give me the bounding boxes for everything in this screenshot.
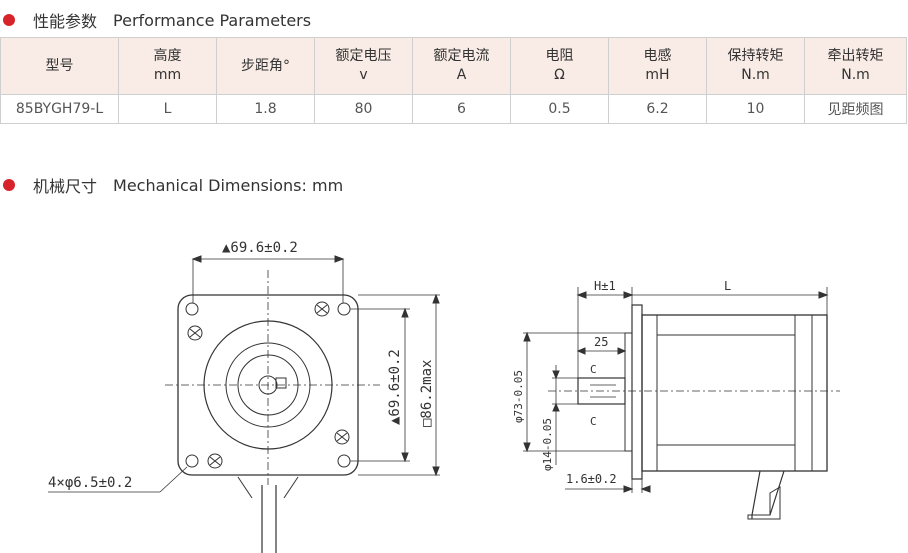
arrow-icon: [401, 452, 409, 463]
dim-flange-thickness: 1.6±0.2: [566, 472, 617, 486]
leader-line: [159, 466, 188, 493]
section-title-zh: 机械尺寸: [33, 177, 98, 196]
arrow-icon: [617, 347, 627, 355]
arrow-icon: [432, 293, 440, 304]
motor-body: [641, 314, 828, 472]
arrow-icon: [191, 255, 202, 263]
cable-clamp: [747, 486, 781, 520]
section-title-zh: 性能参数: [33, 12, 98, 31]
arrow-icon: [523, 331, 531, 342]
cell-model: 85BYGH79-L: [0, 94, 119, 124]
section-title-en: Mechanical Dimensions: mm: [113, 175, 344, 195]
shaft: [577, 377, 626, 405]
dim-top-width: ▲69.6±0.2: [222, 240, 298, 256]
arrow-icon: [623, 291, 634, 299]
bearing-circle: [237, 354, 299, 416]
cell-inductance: 6.2: [608, 94, 707, 124]
bullet-dot-icon: [3, 14, 15, 26]
dim-shaft-dia: φ14-0.05: [541, 418, 554, 471]
cable-guide: [237, 476, 299, 499]
boss-circle: [203, 320, 333, 450]
motor-body-outline: [177, 294, 359, 476]
section-c-label: C: [590, 415, 597, 428]
cell-voltage: 80: [314, 94, 413, 124]
arrow-icon: [818, 291, 829, 299]
mount-hole-br: [337, 454, 351, 468]
mount-hole-bl: [185, 454, 199, 468]
arrow-icon: [576, 291, 587, 299]
dim-boss-dia: φ73-0.05: [512, 370, 525, 423]
section-c-label: C: [590, 363, 597, 376]
cable: [261, 485, 277, 553]
arrow-icon: [401, 307, 409, 318]
table-row: 85BYGH79-L L 1.8 80 6 0.5 6.2 10 见距频图: [0, 94, 907, 124]
dim-h-label: H±1: [594, 279, 616, 293]
arrow-icon: [523, 442, 531, 453]
shaft-key: [275, 377, 287, 389]
boss: [624, 332, 633, 452]
side-view: H±1 L 25 C C φ73-0.05 φ14-0.05 1.6±0.2: [512, 279, 840, 520]
section-header-mechanical: 机械尺寸 Mechanical Dimensions: mm: [0, 173, 343, 197]
arrow-icon: [623, 485, 634, 493]
dim-max-size: □86.2max: [419, 360, 435, 427]
section-header-performance: 性能参数 Performance Parameters: [0, 8, 311, 32]
col-header-model: 型号: [0, 37, 119, 95]
arrow-icon: [552, 370, 560, 380]
arrow-icon: [576, 347, 586, 355]
arrow-icon: [334, 255, 345, 263]
shaft-circle: [258, 375, 278, 395]
screw-icon: [207, 453, 223, 469]
flange-plate: [631, 304, 643, 480]
arrow-icon: [552, 402, 560, 412]
screw-icon: [314, 301, 330, 317]
mount-hole-tl: [185, 302, 199, 316]
cell-pullout-link: 见距频图: [804, 94, 907, 124]
inner-circle: [225, 342, 311, 428]
mechanical-drawing: ▲69.6±0.2 ▲69.6±0.2 □86.2max 4×φ6.5±0.2: [48, 240, 840, 553]
front-view: ▲69.6±0.2 ▲69.6±0.2 □86.2max 4×φ6.5±0.2: [48, 240, 440, 553]
col-header-step-angle: 步距角°: [216, 37, 315, 95]
screw-icon: [187, 325, 203, 341]
cell-holding-torque: 10: [706, 94, 805, 124]
cell-current: 6: [412, 94, 511, 124]
cell-step-angle: 1.8: [216, 94, 315, 124]
dim-holes: 4×φ6.5±0.2: [48, 475, 132, 491]
mount-hole-tr: [337, 302, 351, 316]
cell-height: L: [118, 94, 217, 124]
cable-side: [751, 470, 785, 519]
screw-icon: [334, 429, 350, 445]
arrow-icon: [640, 485, 651, 493]
section-title-en: Performance Parameters: [113, 10, 312, 30]
dim-l-label: L: [724, 279, 731, 293]
bullet-dot-icon: [3, 179, 15, 191]
dim-side-height: ▲69.6±0.2: [387, 349, 403, 425]
cell-resistance: 0.5: [510, 94, 609, 124]
arrow-icon: [432, 466, 440, 477]
dim-shaft-length: 25: [594, 335, 608, 349]
